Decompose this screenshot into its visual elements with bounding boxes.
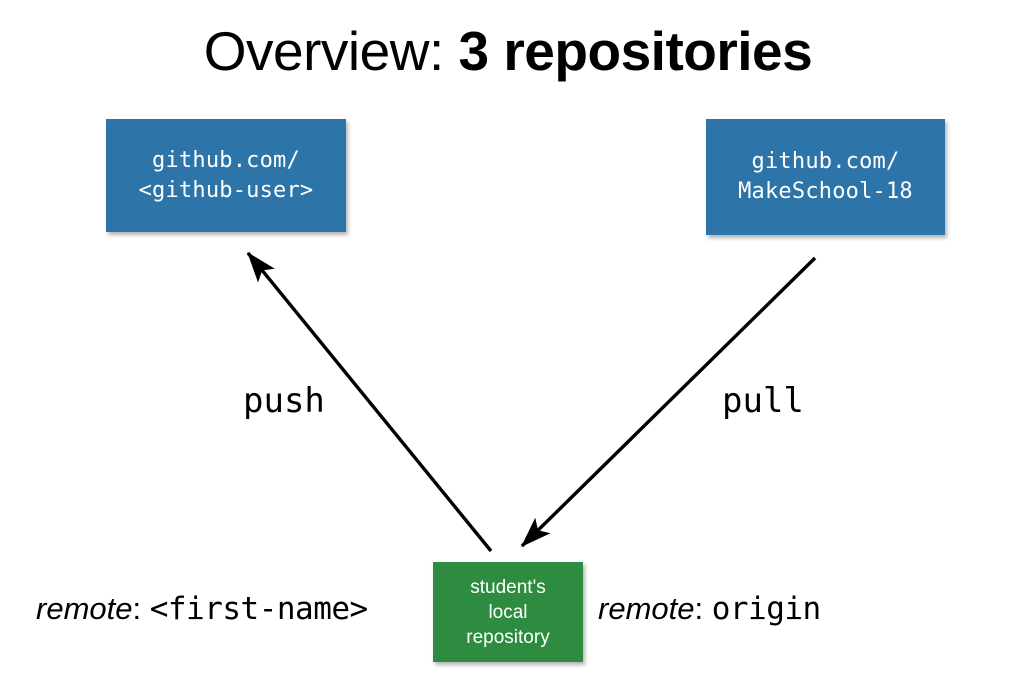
repo-makeschool-line2: MakeSchool-18 [738,179,913,204]
remote-colon-left: : [132,591,142,626]
page-title: Overview: 3 repositories [0,18,1016,84]
remote-caption-first-name: remote: <first-name> [36,589,368,629]
repo-github-user-line2: <github-user> [138,177,314,203]
remote-label-left: remote [36,591,133,626]
repo-makeschool-line1: github.com/ [751,149,900,174]
remote-caption-origin: remote: origin [598,589,821,629]
page-title-prefix: Overview: [203,20,459,82]
repo-box-github-user[interactable]: github.com/ <github-user> [106,119,346,232]
repo-box-makeschool[interactable]: github.com/ MakeSchool-18 [706,119,945,235]
remote-value-first-name: <first-name> [149,591,368,627]
repo-local-line1: student's [470,576,546,598]
push-arrow-label: push [243,381,325,421]
page-title-emphasis: 3 repositories [458,20,813,82]
repo-local-line3: repository [466,626,550,648]
remote-colon-right: : [694,591,704,626]
repo-github-user-line1: github.com/ [152,147,300,173]
remote-value-origin: origin [711,591,821,627]
repo-local-line2: local [488,601,528,623]
repo-box-local[interactable]: student's local repository [433,562,583,662]
remote-label-right: remote [598,591,695,626]
pull-arrow-label: pull [722,381,804,421]
